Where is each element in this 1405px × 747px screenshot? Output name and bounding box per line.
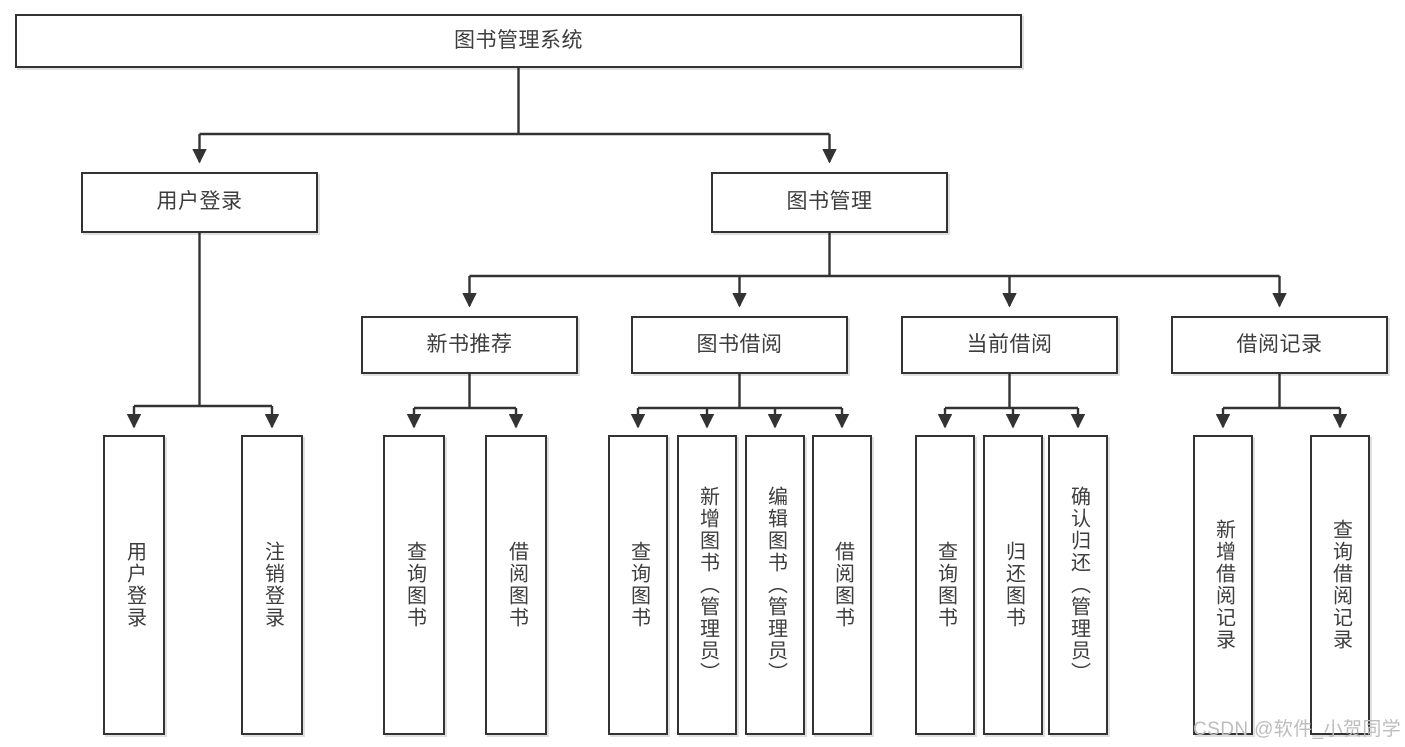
- node-borrow-record[interactable]: 借阅记录: [1171, 316, 1388, 374]
- leaf-node[interactable]: 注销登录: [241, 435, 303, 735]
- leaf-node[interactable]: 查询借阅记录: [1310, 435, 1370, 735]
- leaf-label: 注销登录: [261, 541, 284, 629]
- node-book-management[interactable]: 图书管理: [711, 172, 948, 233]
- leaf-label: 查询图书: [403, 541, 426, 629]
- node-label: 用户登录: [156, 190, 243, 214]
- leaf-label: 用户登录: [123, 541, 146, 629]
- node-user-login[interactable]: 用户登录: [81, 172, 318, 233]
- leaf-label: 借阅图书: [505, 541, 528, 629]
- leaf-label: 编辑图书（管理员）: [764, 486, 787, 684]
- leaf-label: 查询借阅记录: [1329, 519, 1352, 651]
- leaf-node[interactable]: 查询图书: [383, 435, 445, 735]
- leaf-node[interactable]: 借阅图书: [812, 435, 872, 735]
- node-root[interactable]: 图书管理系统: [15, 14, 1022, 68]
- leaf-node[interactable]: 编辑图书（管理员）: [745, 435, 805, 735]
- leaf-label: 新增借阅记录: [1212, 519, 1235, 651]
- leaf-node[interactable]: 新增图书（管理员）: [677, 435, 737, 735]
- leaf-label: 新增图书（管理员）: [696, 486, 719, 684]
- node-current-borrow[interactable]: 当前借阅: [901, 316, 1118, 374]
- leaf-node[interactable]: 查询图书: [915, 435, 975, 735]
- leaf-node[interactable]: 确认归还（管理员）: [1048, 435, 1108, 735]
- node-label: 图书管理: [786, 190, 873, 214]
- leaf-label: 查询图书: [627, 541, 650, 629]
- node-root-label: 图书管理系统: [454, 28, 583, 52]
- leaf-label: 查询图书: [934, 541, 957, 629]
- leaf-node[interactable]: 用户登录: [103, 435, 165, 735]
- leaf-label: 归还图书: [1002, 541, 1025, 629]
- leaf-node[interactable]: 归还图书: [983, 435, 1043, 735]
- node-label: 借阅记录: [1236, 332, 1323, 356]
- leaf-label: 借阅图书: [831, 541, 854, 629]
- node-label: 新书推荐: [426, 332, 513, 356]
- node-book-borrow[interactable]: 图书借阅: [631, 316, 848, 374]
- node-label: 当前借阅: [966, 332, 1053, 356]
- leaf-label: 确认归还（管理员）: [1067, 486, 1090, 684]
- node-new-book-recommend[interactable]: 新书推荐: [361, 316, 578, 374]
- leaf-node[interactable]: 查询图书: [608, 435, 668, 735]
- leaf-node[interactable]: 借阅图书: [485, 435, 547, 735]
- node-label: 图书借阅: [696, 332, 783, 356]
- leaf-node[interactable]: 新增借阅记录: [1193, 435, 1253, 735]
